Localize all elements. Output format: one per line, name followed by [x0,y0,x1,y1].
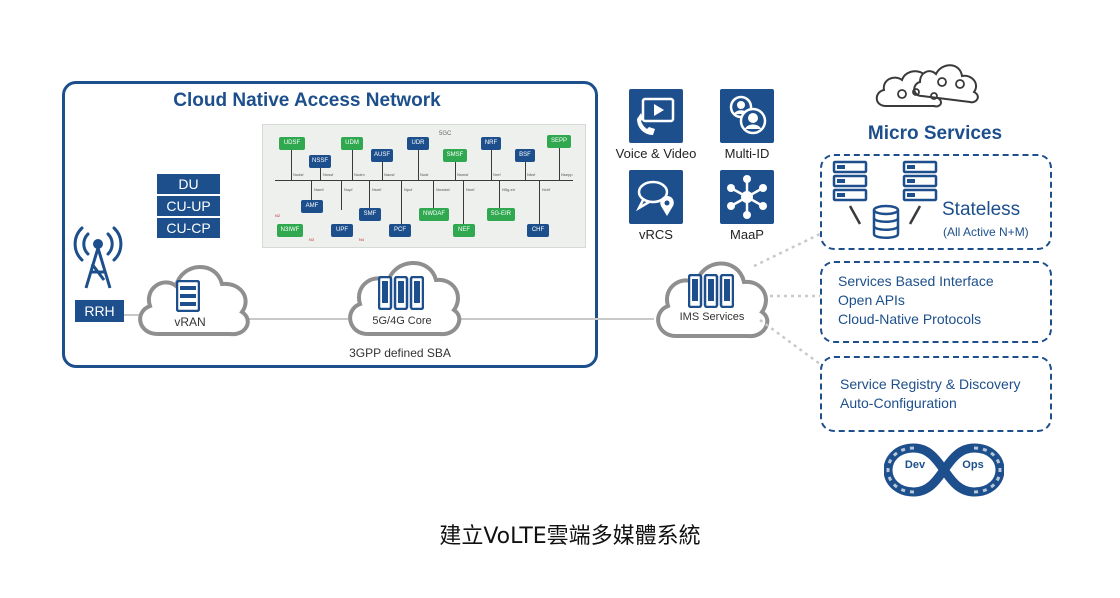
sbi-line-2: Open APIs [838,292,905,308]
nf-nef: NEF [453,224,475,237]
nf-n3iwf: N3IWF [277,224,303,237]
nf-udsf: UDSF [279,137,305,150]
link-vran-core [248,318,348,320]
ims-label: IMS Services [679,311,745,323]
multi-id-app [720,89,774,143]
figure-caption: 建立VoLTE雲端多媒體系統 [439,524,701,549]
stateless-box [820,154,1052,250]
registry-line-1: Service Registry & Discovery [840,376,1021,392]
nf-bsf: BSF [515,149,535,162]
core-network-diagram: 5GC UDSF NSSF UDM AUSF UDR SMSF NRF BSF … [262,124,586,248]
ims-servers-icon [688,274,734,308]
if-nnef: Nnef [466,187,475,192]
vrcs-app [629,170,683,224]
if-nnrf: Nnrf [493,172,501,177]
sbi-line-1: Services Based Interface [838,273,994,289]
ref-n3: N3 [309,237,315,242]
core-tag: 5GC [439,131,452,137]
stateless-sublabel: (All Active N+M) [943,225,1029,239]
if-nbsf: Nbsf [527,172,536,177]
nf-udm: UDM [341,137,363,150]
nf-sepp: SEPP [547,135,571,148]
if-nudm: Nudm [354,172,365,177]
stateless-servers-icon [832,160,940,242]
voice-video-app [629,89,683,143]
cloud-gears-icon [872,56,990,116]
nf-nrf: NRF [481,137,501,150]
voice-video-label: Voice & Video [615,146,697,161]
link-rrh-vran [124,314,140,316]
maap-app [720,170,774,224]
devops-ops-label: Ops [962,459,984,471]
access-network-title: Cloud Native Access Network [173,90,441,111]
multi-id-label: Multi-ID [724,146,770,161]
du-box: DU [157,174,220,194]
antenna-tower-icon [72,224,124,290]
if-nsmf: Nsmf [372,187,382,192]
rrh-box: RRH [75,300,124,322]
devops-infinity-icon [884,442,1004,498]
sbi-line-3: Cloud-Native Protocols [838,311,982,327]
stateless-label: Stateless [942,199,1021,220]
sba-bus [275,180,573,181]
micro-services-title: Micro Services [867,123,1003,144]
nf-nwdaf: NWDAF [419,208,449,221]
if-n5g-eir: N5g-eir [502,187,516,192]
nf-5g-eir: 5G-EIR [487,208,515,221]
ims-to-services-links [753,232,821,366]
devops-dev-label: Dev [904,459,926,471]
if-nsepp: Nsepp [561,172,573,177]
if-namf: Namf [314,187,324,192]
cu-up-box: CU-UP [157,196,220,216]
sba-label: 3GPP defined SBA [349,346,451,360]
if-nupf: Nupf [344,187,353,192]
if-nnwdaf: Nnwdaf [436,187,450,192]
cu-cp-box: CU-CP [157,218,220,238]
core-label: 5G/4G Core [372,315,432,327]
nf-smsf: SMSF [443,149,467,162]
if-nchf: Nchf [542,187,551,192]
registry-text: Service Registry & Discovery Auto-Config… [840,375,1021,413]
server-icon [176,280,200,312]
nf-smf: SMF [359,208,381,221]
nf-chf: CHF [527,224,549,237]
registry-box [820,356,1052,432]
if-nnssf: Nnssf [323,172,334,177]
link-core-ims [460,318,654,320]
network-hub-icon [727,175,767,219]
core-servers-icon [378,276,424,310]
nf-pcf: PCF [389,224,411,237]
chat-location-icon [635,180,674,216]
registry-line-2: Auto-Configuration [840,395,957,411]
video-call-icon [637,97,675,135]
nf-ausf: AUSF [371,149,393,162]
maap-label: MaaP [730,227,764,242]
nf-udr: UDR [407,137,429,150]
nf-upf: UPF [331,224,353,237]
nf-amf: AMF [301,200,323,213]
sbi-text: Services Based Interface Open APIs Cloud… [838,272,994,329]
if-nudr: Nudr [420,172,429,177]
ref-n2: N2 [275,213,281,218]
if-nsmsf: Nsmsf [457,172,469,177]
if-npcf: Npcf [404,187,413,192]
multi-user-icon [729,95,767,135]
if-nausf: Nausf [384,172,395,177]
vran-label: vRAN [174,315,206,329]
nf-nssf: NSSF [309,155,331,168]
vrcs-label: vRCS [639,227,673,242]
sbi-box [820,261,1052,343]
ref-n4: N4 [359,237,365,242]
if-nudsf: Nudsf [293,172,304,177]
access-network-frame [62,81,598,368]
